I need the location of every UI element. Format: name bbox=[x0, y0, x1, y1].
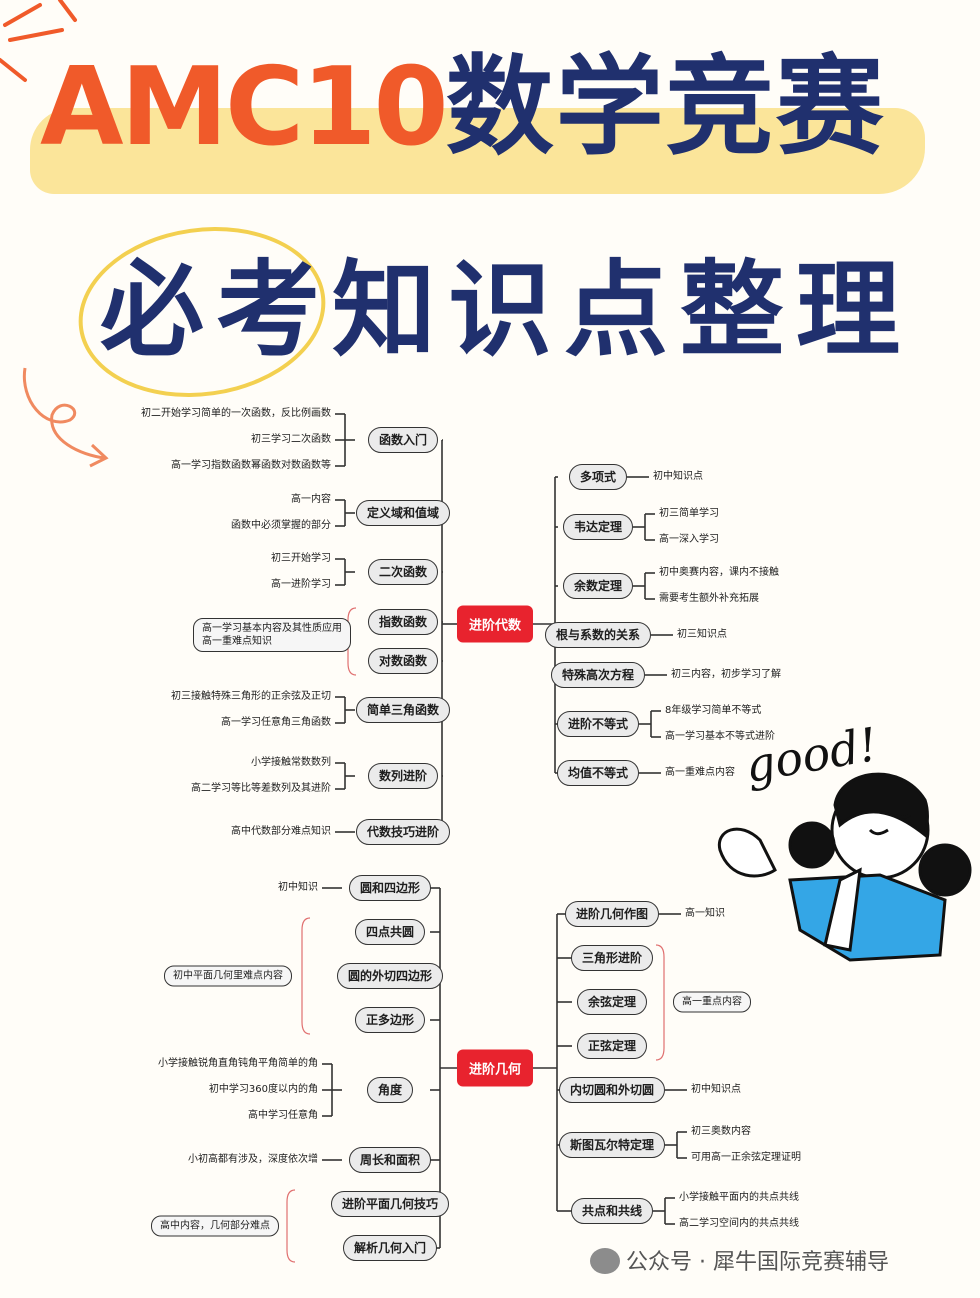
geometry-left-box-2: 高中内容，几何部分难点 bbox=[151, 1215, 279, 1237]
geometry-node: 内切圆和外切圆 bbox=[558, 1077, 666, 1103]
algebra-note: 8年级学习简单不等式 bbox=[665, 705, 762, 716]
geometry-node: 四点共圆 bbox=[354, 919, 426, 945]
algebra-node: 函数入门 bbox=[367, 427, 439, 453]
algebra-note: 高一进阶学习 bbox=[271, 579, 331, 590]
geometry-node: 正多边形 bbox=[354, 1007, 426, 1033]
algebra-note: 高一内容 bbox=[291, 494, 331, 505]
girl-illustration bbox=[717, 772, 972, 962]
geometry-node: 周长和面积 bbox=[348, 1147, 432, 1173]
algebra-note: 小学接触常数数列 bbox=[251, 757, 331, 768]
algebra-node: 代数技巧进阶 bbox=[355, 819, 451, 845]
algebra-note: 高一学习指数函数幂函数对数函数等 bbox=[171, 460, 331, 471]
algebra-note: 初三简单学习 bbox=[659, 508, 719, 519]
geometry-node: 进阶几何作图 bbox=[564, 901, 660, 927]
algebra-note: 初三学习二次函数 bbox=[251, 434, 331, 445]
algebra-node: 指数函数 bbox=[367, 609, 439, 635]
geometry-node: 角度 bbox=[366, 1077, 414, 1103]
geometry-note: 高二学习空间内的共点共线 bbox=[679, 1218, 799, 1229]
geometry-node: 圆和四边形 bbox=[348, 875, 432, 901]
geometry-node: 解析几何入门 bbox=[342, 1235, 438, 1261]
algebra-node: 对数函数 bbox=[367, 648, 439, 674]
geometry-node: 共点和共线 bbox=[570, 1198, 654, 1224]
watermark: 公众号 · 犀牛国际竞赛辅导 bbox=[590, 1244, 889, 1276]
geometry-left-box-1: 初中平面几何里难点内容 bbox=[164, 965, 292, 987]
algebra-note: 初三内容，初步学习了解 bbox=[671, 669, 781, 680]
algebra-note: 初三知识点 bbox=[677, 629, 727, 640]
title-chinese: 数学竞赛 bbox=[445, 45, 886, 170]
algebra-node: 余数定理 bbox=[562, 573, 634, 599]
wechat-icon bbox=[590, 1248, 620, 1274]
algebra-node: 进阶不等式 bbox=[556, 711, 640, 737]
geometry-note: 可用高一正余弦定理证明 bbox=[691, 1152, 801, 1163]
algebra-note: 初三开始学习 bbox=[271, 553, 331, 564]
geometry-note: 初中学习360度以内的角 bbox=[208, 1084, 318, 1095]
algebra-note: 函数中必须掌握的部分 bbox=[231, 520, 331, 531]
geometry-note: 高中学习任意角 bbox=[248, 1110, 318, 1121]
burst-doodle bbox=[0, 0, 77, 82]
geometry-node: 圆的外切四边形 bbox=[336, 963, 444, 989]
geometry-note: 高一知识 bbox=[685, 908, 725, 919]
geometry-note: 小学接触平面内的共点共线 bbox=[679, 1192, 799, 1203]
algebra-node: 韦达定理 bbox=[562, 514, 634, 540]
algebra-node: 数列进阶 bbox=[367, 763, 439, 789]
geometry-note: 初中知识 bbox=[278, 882, 318, 893]
page-subtitle: 必考知识点整理 bbox=[100, 249, 913, 371]
algebra-note: 初二开始学习简单的一次函数，反比例画数 bbox=[141, 408, 331, 419]
algebra-note: 初中知识点 bbox=[653, 471, 703, 482]
algebra-note: 初三接触特殊三角形的正余弦及正切 bbox=[171, 691, 331, 702]
page-title: AMC10 数学竞赛 bbox=[40, 48, 886, 168]
title-latin: AMC10 bbox=[40, 45, 449, 170]
geometry-node: 三角形进阶 bbox=[570, 945, 654, 971]
geometry-note: 初三奥数内容 bbox=[691, 1126, 751, 1137]
algebra-node: 多项式 bbox=[568, 464, 628, 490]
geometry-node: 正弦定理 bbox=[576, 1033, 648, 1059]
geometry-note: 初中知识点 bbox=[691, 1084, 741, 1095]
geometry-note: 小初高都有涉及，深度依次增 bbox=[188, 1154, 318, 1165]
algebra-note: 高一重难点内容 bbox=[665, 767, 735, 778]
geometry-note: 小学接触锐角直角钝角平角简单的角 bbox=[158, 1058, 318, 1069]
algebra-note: 高一学习任意角三角函数 bbox=[221, 717, 331, 728]
geometry-right-box: 高一重点内容 bbox=[673, 991, 751, 1013]
geometry-node: 斯图瓦尔特定理 bbox=[558, 1132, 666, 1158]
algebra-node: 根与系数的关系 bbox=[544, 622, 652, 648]
algebra-node: 定义域和值域 bbox=[355, 500, 451, 526]
geometry-node: 余弦定理 bbox=[576, 989, 648, 1015]
algebra-root: 进阶代数 bbox=[456, 605, 534, 643]
title-highlight bbox=[30, 108, 925, 194]
algebra-note: 高一深入学习 bbox=[659, 534, 719, 545]
algebra-node: 特殊高次方程 bbox=[550, 662, 646, 688]
algebra-note: 高二学习等比等差数列及其进阶 bbox=[191, 783, 331, 794]
geometry-root: 进阶几何 bbox=[456, 1049, 534, 1087]
algebra-node: 均值不等式 bbox=[556, 760, 640, 786]
geometry-node: 进阶平面几何技巧 bbox=[330, 1191, 450, 1217]
algebra-shared-box: 高一学习基本内容及其性质应用高一重难点知识 bbox=[193, 618, 351, 652]
algebra-note: 需要考生额外补充拓展 bbox=[659, 593, 759, 604]
algebra-node: 二次函数 bbox=[367, 559, 439, 585]
swirl-arrow-icon bbox=[22, 367, 106, 460]
algebra-note: 高中代数部分难点知识 bbox=[231, 826, 331, 837]
algebra-note: 初中奥赛内容，课内不接触 bbox=[659, 567, 779, 578]
algebra-note: 高一学习基本不等式进阶 bbox=[665, 731, 775, 742]
algebra-node: 简单三角函数 bbox=[355, 697, 451, 723]
